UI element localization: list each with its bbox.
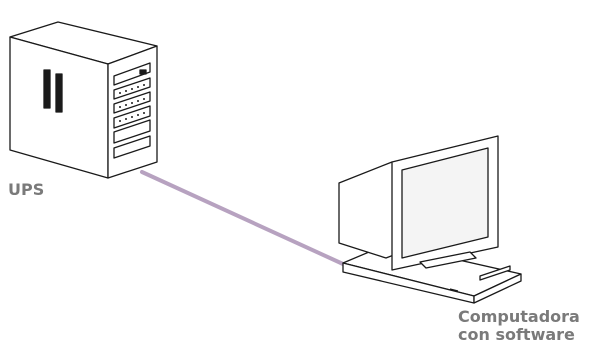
computer-label-line1: Computadora	[458, 308, 580, 326]
computer-label-line2: con software	[458, 326, 580, 344]
desktop-computer-icon	[339, 136, 521, 303]
computer-label: Computadora con software	[458, 308, 580, 344]
connection-cable	[142, 172, 343, 264]
ups-tower-icon	[10, 22, 157, 178]
ups-label: UPS	[8, 181, 44, 199]
